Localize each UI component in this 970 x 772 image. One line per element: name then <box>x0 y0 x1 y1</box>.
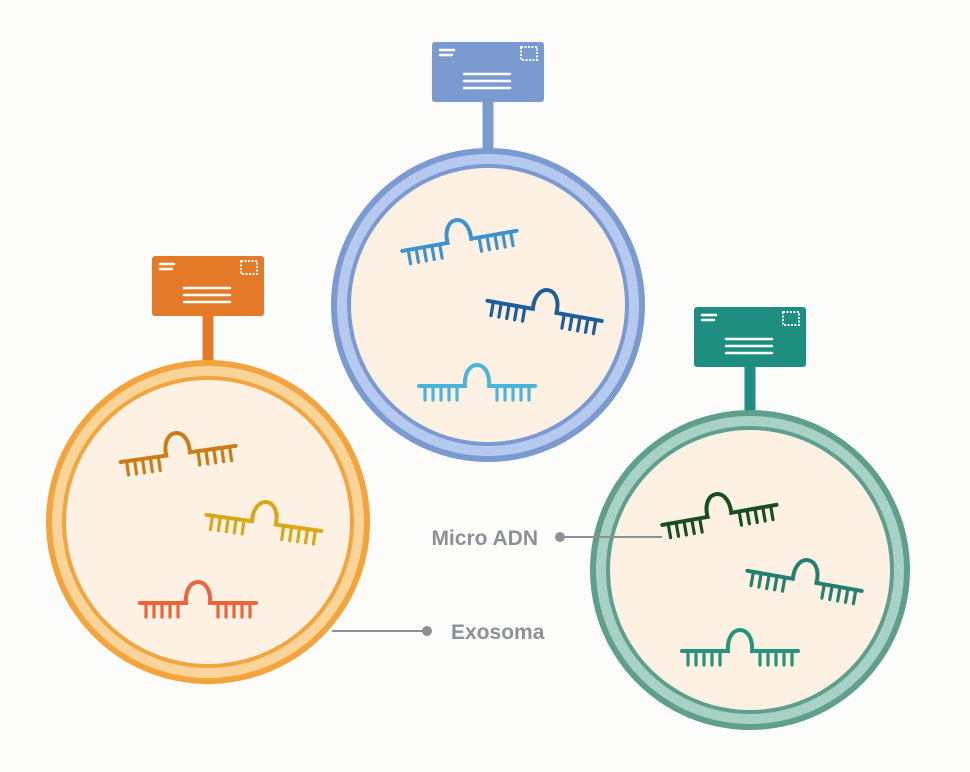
envelope-icon <box>694 307 806 367</box>
callout-micro-adn: Micro ADN <box>431 527 662 550</box>
exosome-interior <box>351 168 625 442</box>
exosome-blue <box>331 42 645 462</box>
leader-dot <box>555 532 565 542</box>
exosome-orange <box>46 256 370 684</box>
envelope-icon <box>152 256 264 316</box>
exosome-interior <box>66 380 350 664</box>
label-micro-adn: Micro ADN <box>431 527 538 550</box>
label-exosoma: Exosoma <box>451 621 545 644</box>
exosome-green <box>590 307 910 730</box>
leader-dot <box>422 626 432 636</box>
callout-exosoma: Exosoma <box>332 621 545 644</box>
envelope-icon <box>432 42 544 102</box>
